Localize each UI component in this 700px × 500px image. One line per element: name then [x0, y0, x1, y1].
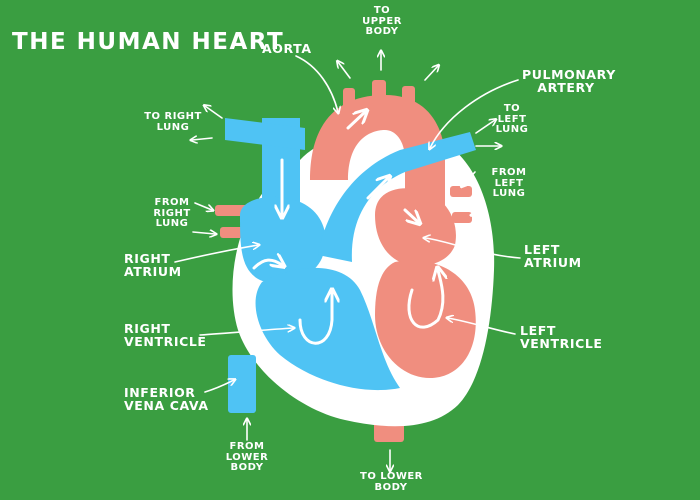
label-line: TO	[373, 5, 391, 16]
label-line: PULMONARY	[522, 67, 616, 82]
label-line: UPPER	[362, 15, 402, 27]
arrow-from-left-lung-2	[472, 212, 486, 215]
label-line: LEFT	[497, 113, 527, 125]
label-left-ventricle: LEFT VENTRICLE	[520, 324, 603, 350]
label-line: RIGHT	[153, 207, 191, 219]
label-line: LUNG	[155, 218, 189, 229]
label-line: LUNG	[495, 124, 529, 135]
label-line: LUNG	[492, 188, 526, 199]
left-ventricle	[375, 260, 476, 378]
right-pulmonary-branch	[225, 118, 305, 150]
label-line: LOWER	[225, 451, 269, 463]
arrow-to-left-lung	[475, 120, 495, 134]
flow-arrow-left-ventricle	[407, 270, 443, 329]
pointer-aorta	[295, 55, 338, 112]
label-line: TO LOWER	[360, 471, 423, 482]
label-pointers	[174, 52, 521, 470]
diagram-title: THE HUMAN HEART	[12, 29, 285, 55]
label-from-left-lung: FROM LEFT LUNG	[488, 167, 530, 200]
label-line: LEFT	[520, 323, 556, 338]
label-to-lower-body: TO LOWER BODY	[360, 471, 423, 493]
label-line: FROM	[154, 197, 190, 208]
label-line: BODY	[365, 26, 399, 37]
arrow-upper-body-right	[424, 66, 438, 81]
arrow-from-left-lung	[462, 171, 476, 186]
label-left-atrium: LEFT ATRIUM	[524, 243, 582, 269]
label-right-ventricle: RIGHT VENTRICLE	[124, 322, 207, 348]
aorta-branch-1	[343, 88, 355, 110]
label-line: VENTRICLE	[124, 334, 207, 350]
label-to-upper-body: TO UPPER BODY	[362, 5, 402, 38]
label-line: RIGHT	[124, 251, 171, 266]
label-line: FROM	[491, 167, 527, 178]
label-inferior-vena-cava: INFERIOR VENA CAVA	[124, 386, 209, 412]
flow-arrow-right-atrium	[252, 260, 282, 268]
pointer-pulmonary-artery	[430, 79, 519, 148]
pointer-left-ventricle	[448, 318, 516, 335]
label-line: RIGHT	[124, 321, 171, 336]
arrow-to-right-lung	[205, 106, 223, 119]
label-line: LEFT	[494, 177, 524, 189]
pulmonary-vein-left-2	[452, 212, 472, 223]
aortic-arch	[310, 95, 445, 215]
blood-flow-arrows	[252, 112, 443, 345]
arrow-from-right-lung-2	[192, 232, 215, 234]
aorta-branch-3	[402, 86, 415, 108]
label-pulmonary-artery: PULMONARY ARTERY	[522, 67, 616, 96]
label-from-right-lung: FROM RIGHT LUNG	[148, 197, 196, 230]
label-line: VENTRICLE	[520, 336, 603, 352]
arrow-upper-body-left	[338, 62, 351, 79]
label-line: ARTERY	[537, 80, 595, 96]
label-line: FROM	[229, 441, 265, 452]
flow-arrow-aorta	[346, 112, 365, 130]
label-from-lower-body: FROM LOWER BODY	[224, 441, 270, 474]
label-line: VENA CAVA	[124, 398, 209, 414]
label-line: LUNG	[156, 121, 190, 133]
flow-arrow-pulmonary-trunk	[366, 178, 388, 200]
pulmonary-trunk	[318, 132, 476, 262]
label-to-left-lung: TO LEFT LUNG	[492, 103, 532, 136]
label-right-atrium: RIGHT ATRIUM	[124, 252, 182, 278]
label-line: BODY	[230, 462, 264, 473]
pulmonary-vein-left-1	[450, 186, 472, 197]
label-to-right-lung: TO RIGHT LUNG	[142, 111, 204, 133]
flow-arrow-left-atrium	[403, 208, 418, 222]
label-line: ATRIUM	[124, 264, 182, 280]
right-ventricle	[255, 267, 400, 391]
aorta-branch-2	[372, 80, 386, 106]
arrow-to-right-lung-2	[192, 138, 213, 140]
pointer-right-atrium	[174, 245, 258, 263]
label-line: ATRIUM	[524, 255, 582, 271]
flow-arrow-right-ventricle	[298, 292, 332, 345]
arrow-from-right-lung	[194, 202, 212, 210]
pointer-inferior-vena-cava	[204, 380, 234, 393]
label-line: TO RIGHT	[144, 111, 202, 122]
inferior-vena-cava	[228, 355, 256, 413]
label-aorta: AORTA	[262, 41, 312, 56]
label-line: LEFT	[524, 242, 560, 257]
pointer-left-atrium	[425, 238, 521, 259]
label-line: BODY	[374, 481, 408, 493]
pointer-right-ventricle	[199, 328, 293, 336]
label-line: INFERIOR	[124, 385, 196, 400]
label-line: TO	[503, 103, 521, 114]
